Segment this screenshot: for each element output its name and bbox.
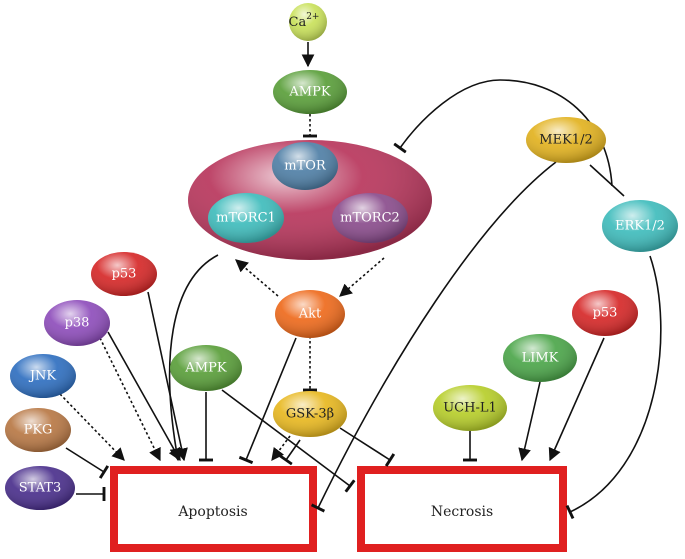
ca-label: Ca2+ [289,12,320,30]
gsk3b-node: GSK-3β [273,391,347,437]
edge-gsk-apoptosis-dotted [271,435,291,462]
edge-ampk-necrosis [221,389,356,493]
apoptosis-label: Apoptosis [177,504,247,520]
edge-mtorc2-akt [339,257,385,297]
mtorc1-label: mTORC1 [216,211,276,226]
mtorc1-node: mTORC1 [208,193,284,243]
akt-label: Akt [298,307,322,322]
jnk-label: JNK [28,369,57,384]
p53-right-label: p53 [593,306,618,321]
edge-erk-necrosis [565,255,662,520]
edge-p53-apoptosis [147,291,188,462]
edge-mek-erk [589,164,625,197]
gsk3b-label: GSK-3β [286,407,334,422]
mtorc2-label: mTORC2 [340,211,400,226]
edge-gsk-apoptosis [279,439,301,466]
p53-left-node: p53 [91,252,157,296]
mtorc2-node: mTORC2 [332,193,408,243]
edge-limk-necrosis [518,381,541,462]
p53-left-label: p53 [112,267,137,282]
mek12-node: MEK1/2 [526,117,606,163]
jnk-node: JNK [10,354,76,398]
edge-mtorc1-apoptosis [168,254,219,462]
pkg-label: PKG [24,423,53,438]
edge-p38-apoptosis [107,331,181,462]
p53-right-node: p53 [572,290,638,336]
limk-node: LIMK [503,334,577,382]
limk-label: LIMK [522,351,559,366]
ampk-mid-label: AMPK [184,361,226,376]
ampk-mid-node: AMPK [170,345,242,391]
ampk-top-label: AMPK [288,85,330,100]
uchl1-label: UCH-L1 [443,401,497,416]
edge-akt-mtorc1 [235,259,279,297]
mek12-label: MEK1/2 [539,133,592,148]
uchl1-node: UCH-L1 [433,385,507,431]
p38-node: p38 [44,300,110,346]
edge-jnk-apoptosis [59,393,125,461]
stat3-label: STAT3 [19,481,62,496]
edge-p38-apoptosis-dotted [99,337,161,462]
mtor-label: mTOR [284,159,327,174]
ampk-top-node: AMPK [273,70,347,114]
stat3-node: STAT3 [5,466,75,510]
edge-akt-apoptosis [238,337,297,465]
edge-p53r-necrosis [548,337,605,462]
erk12-label: ERK1/2 [615,219,665,234]
erk12-node: ERK1/2 [602,200,678,252]
edge-mek-apoptosis [310,161,557,513]
mtor-node: mTOR [272,142,338,190]
necrosis-box: Necrosis [357,466,567,552]
apoptosis-box: Apoptosis [110,466,317,552]
ca-node: Ca2+ [289,3,327,41]
edge-pkg-apoptosis [65,447,110,479]
p38-label: p38 [65,316,90,331]
necrosis-label: Necrosis [431,504,493,520]
edge-gsk-necrosis [339,427,396,467]
pkg-node: PKG [5,408,71,452]
akt-node: Akt [275,290,345,338]
